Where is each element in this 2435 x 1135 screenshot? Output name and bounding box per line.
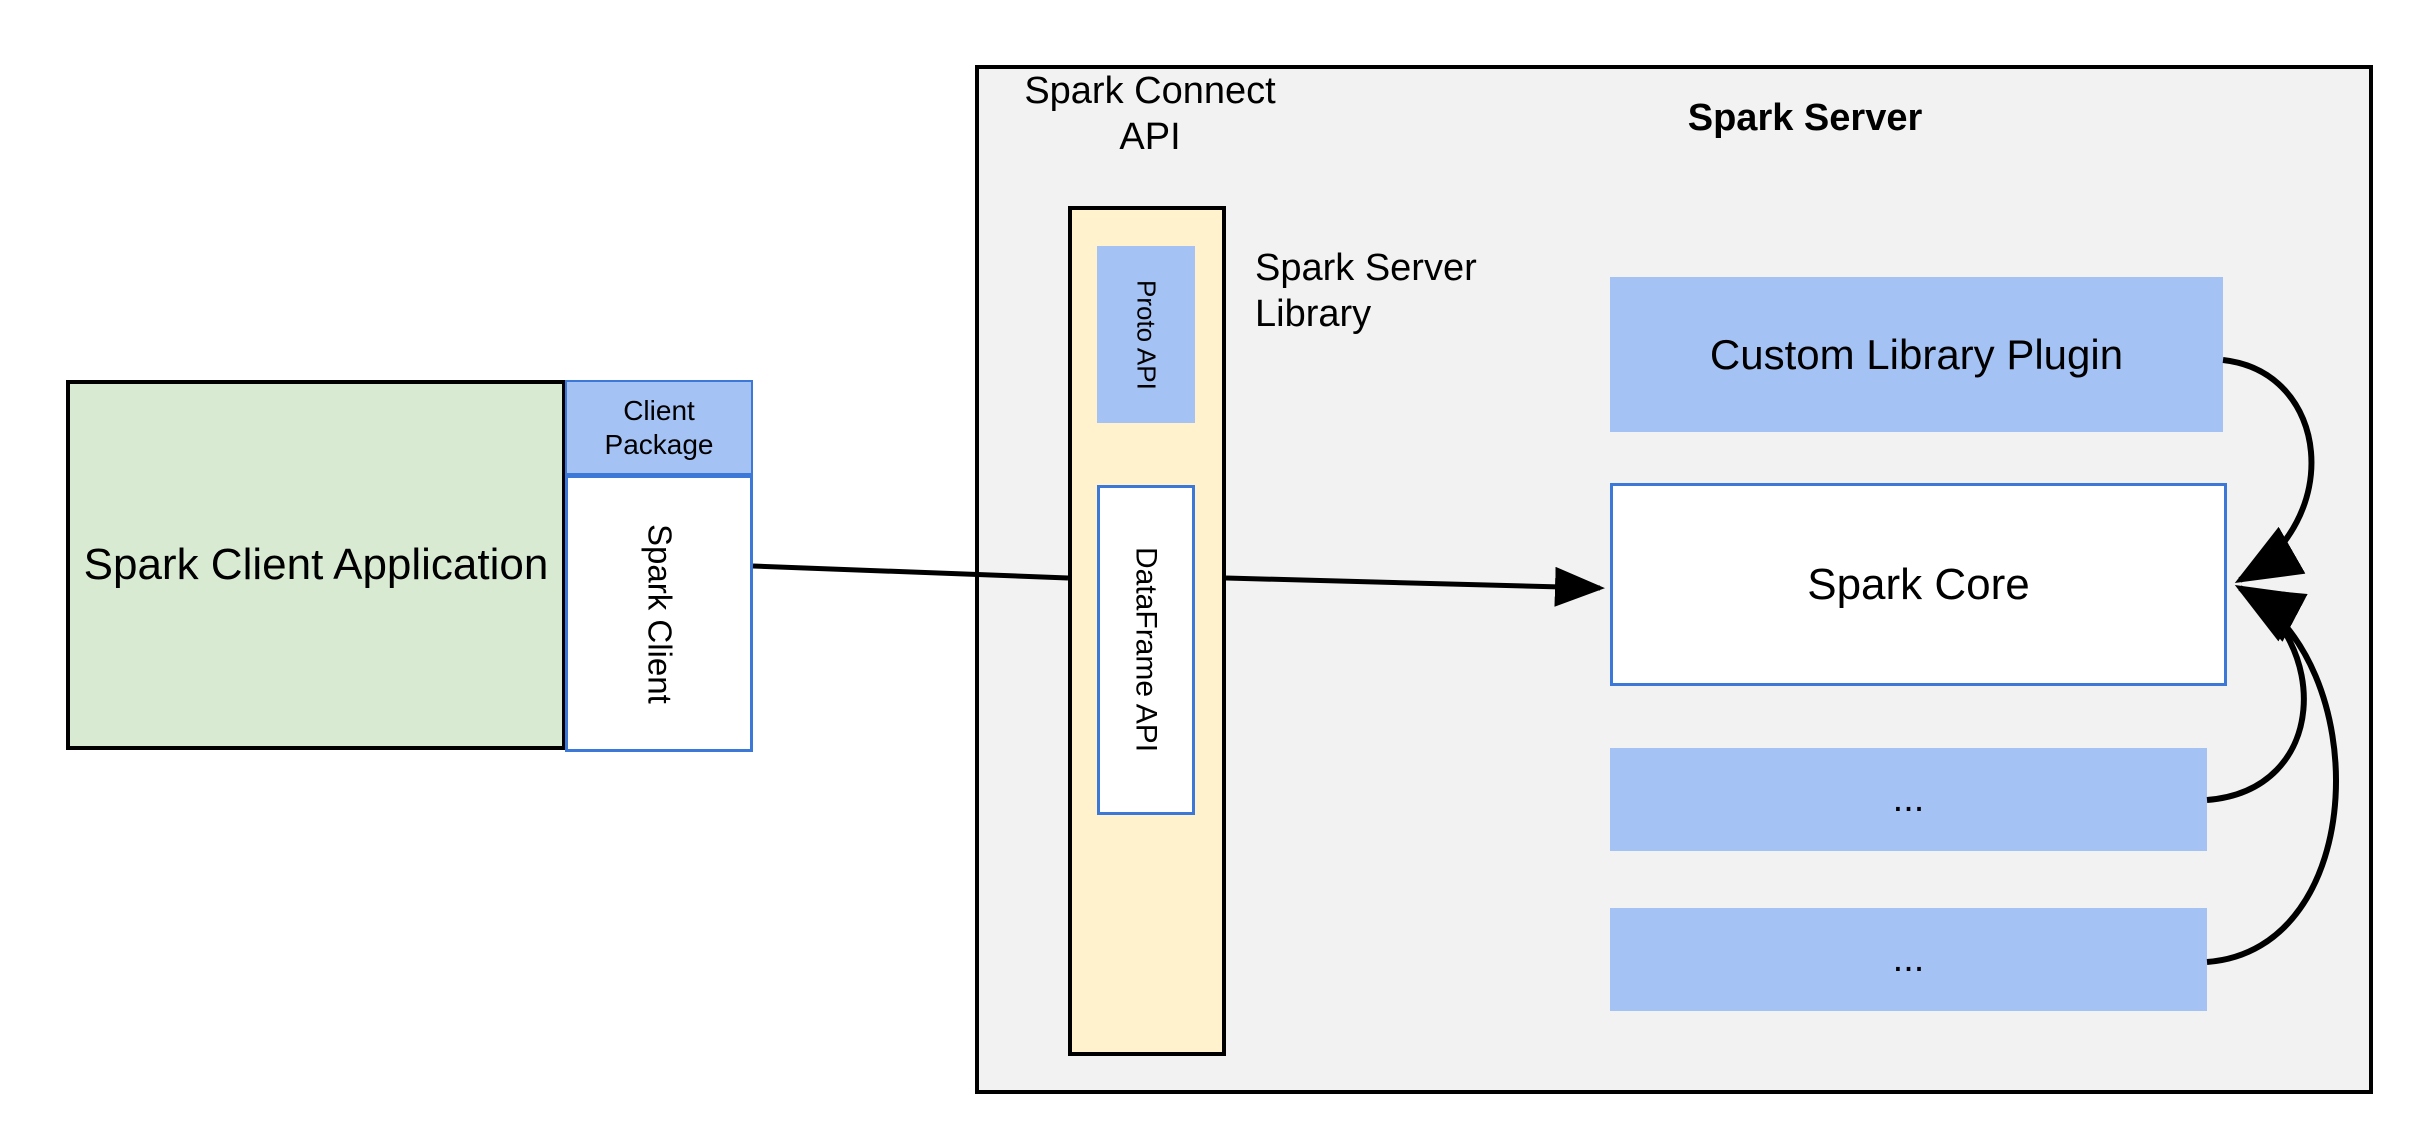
spark-client-application-block[interactable]: Spark Client Application bbox=[66, 380, 566, 750]
spark-client-label: Spark Client bbox=[641, 523, 679, 704]
custom-library-plugin-block[interactable]: Custom Library Plugin bbox=[1610, 277, 2223, 432]
client-package-label: Client Package bbox=[604, 395, 714, 460]
spark-connect-api-label: Spark Connect API bbox=[1024, 70, 1276, 159]
spark-client-application-label: Spark Client Application bbox=[83, 540, 549, 590]
spark-core-label: Spark Core bbox=[1807, 559, 2030, 609]
additional-plugin-label-2: ... bbox=[1892, 938, 1925, 981]
dataframe-api-block[interactable]: DataFrame API bbox=[1097, 485, 1195, 815]
spark-server-title: Spark Server bbox=[1687, 97, 1923, 139]
spark-core-block[interactable]: Spark Core bbox=[1610, 483, 2227, 686]
additional-plugin-block-2[interactable]: ... bbox=[1610, 908, 2207, 1011]
additional-plugin-label-1: ... bbox=[1892, 778, 1925, 821]
spark-client-block[interactable]: Spark Client bbox=[565, 475, 753, 752]
dataframe-api-label: DataFrame API bbox=[1129, 547, 1163, 753]
proto-api-label: Proto API bbox=[1131, 279, 1162, 390]
client-package-block[interactable]: Client Package bbox=[565, 380, 753, 475]
spark-server-library-label: Spark Server Library bbox=[1255, 247, 1477, 336]
proto-api-block[interactable]: Proto API bbox=[1097, 246, 1195, 423]
additional-plugin-block-1[interactable]: ... bbox=[1610, 748, 2207, 851]
custom-library-plugin-label: Custom Library Plugin bbox=[1709, 330, 2124, 378]
